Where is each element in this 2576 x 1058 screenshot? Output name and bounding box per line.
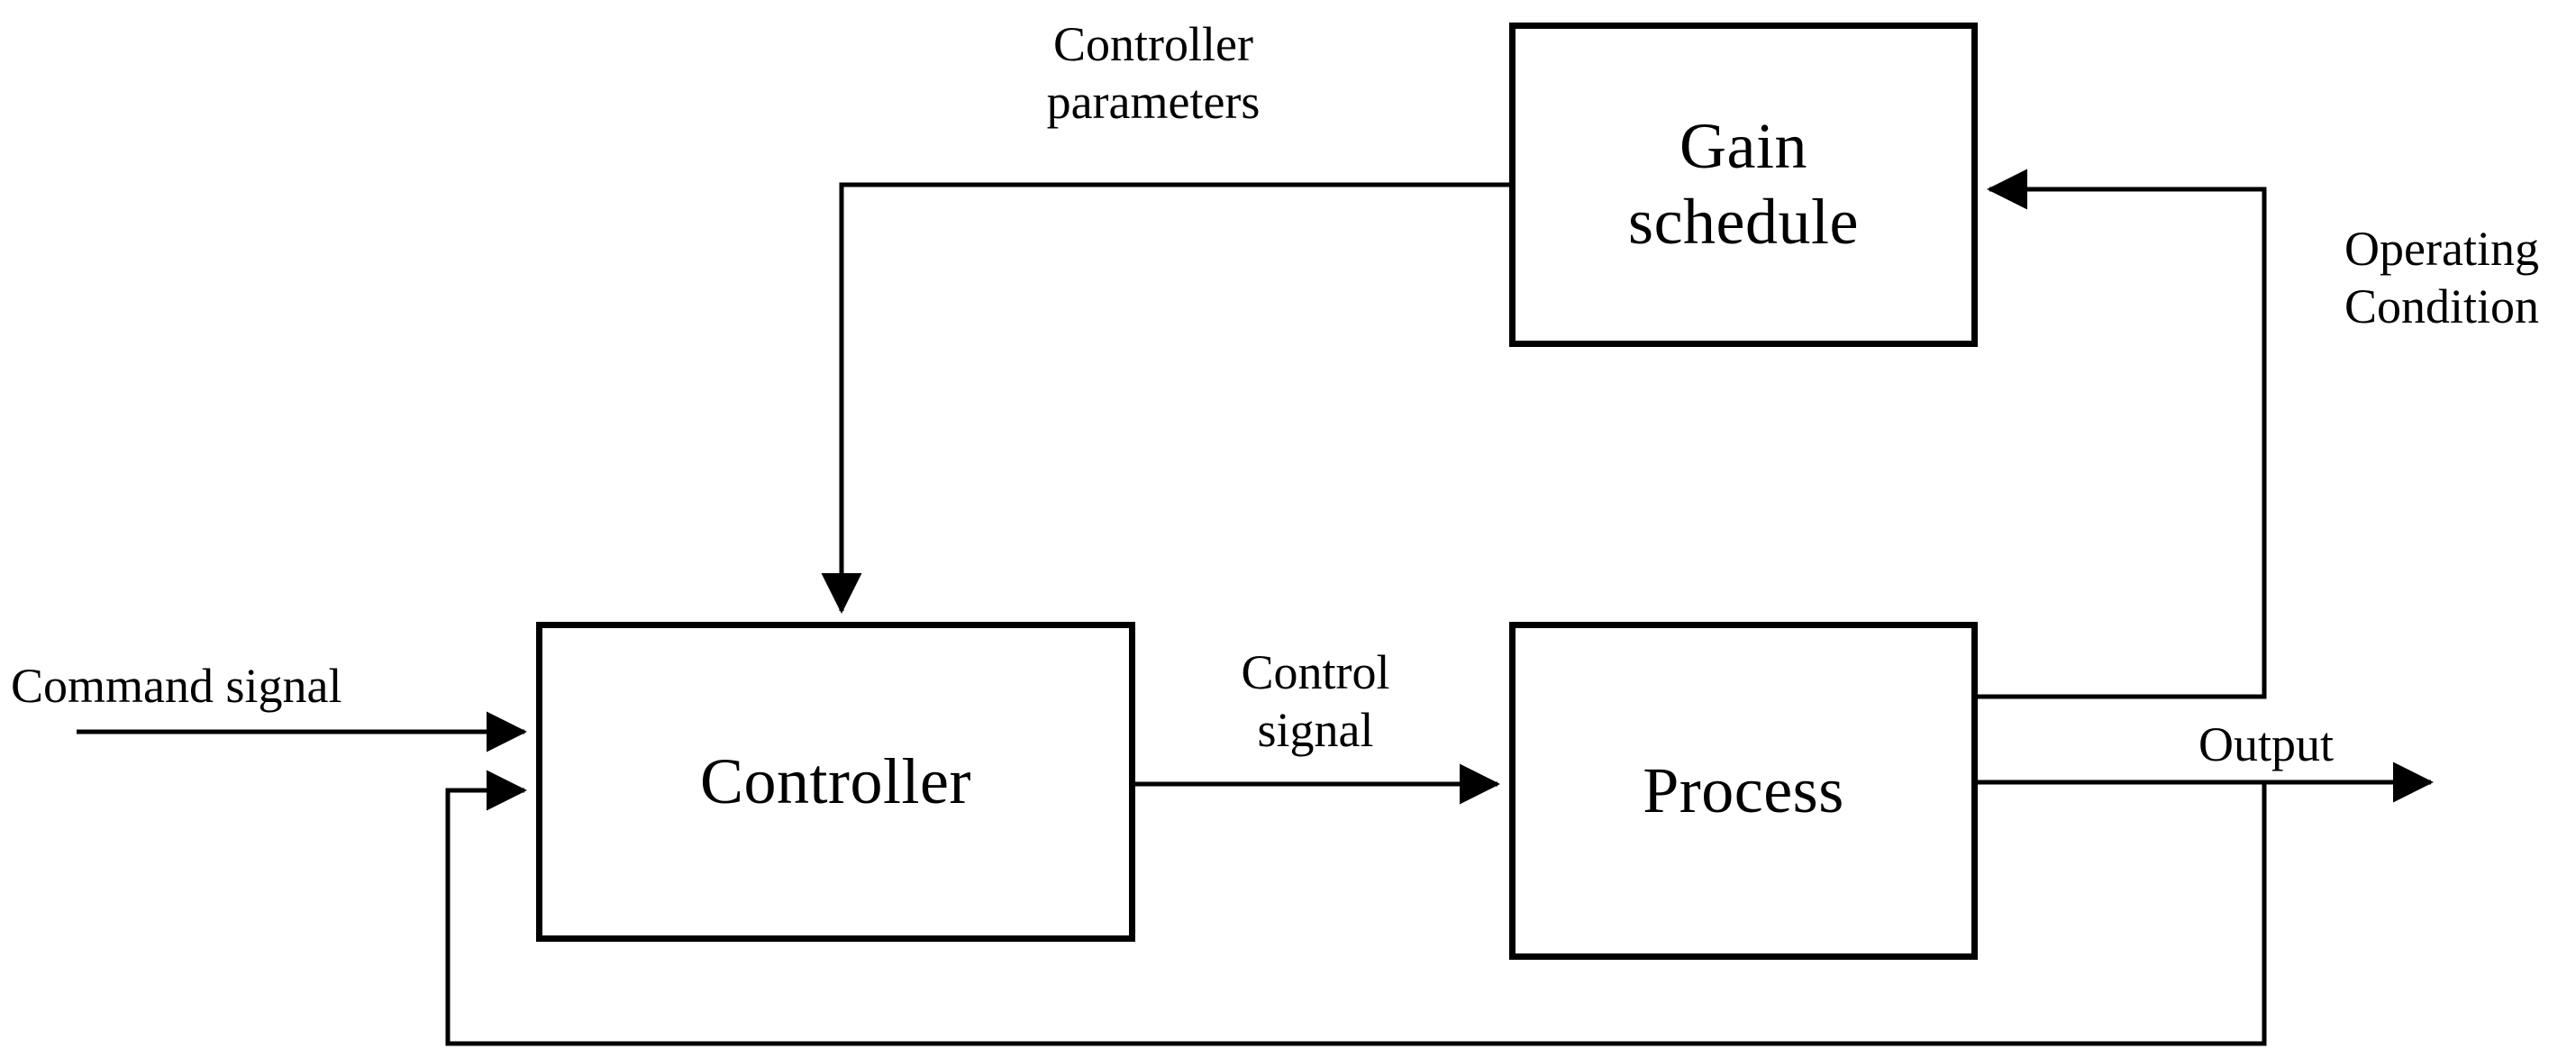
block-process-label: Process: [1643, 753, 1844, 826]
block-gain-schedule[interactable]: Gain schedule: [1509, 23, 1978, 347]
label-command-signal: Command signal: [11, 659, 342, 713]
block-controller[interactable]: Controller: [536, 622, 1135, 942]
operating-condition-arrow: [1978, 169, 2267, 699]
label-operating-condition: Operating Condition: [2344, 222, 2540, 333]
block-gain-schedule-label: Gain schedule: [1628, 110, 1859, 258]
block-controller-label: Controller: [700, 744, 971, 817]
label-controller-parameters: Controller parameters: [1046, 17, 1261, 129]
label-control-signal: Control signal: [1241, 645, 1390, 757]
controller-parameters-arrow: [821, 182, 1509, 615]
feedback-arrow: [445, 770, 2267, 1046]
block-process[interactable]: Process: [1509, 622, 1978, 960]
label-output: Output: [2198, 717, 2334, 771]
